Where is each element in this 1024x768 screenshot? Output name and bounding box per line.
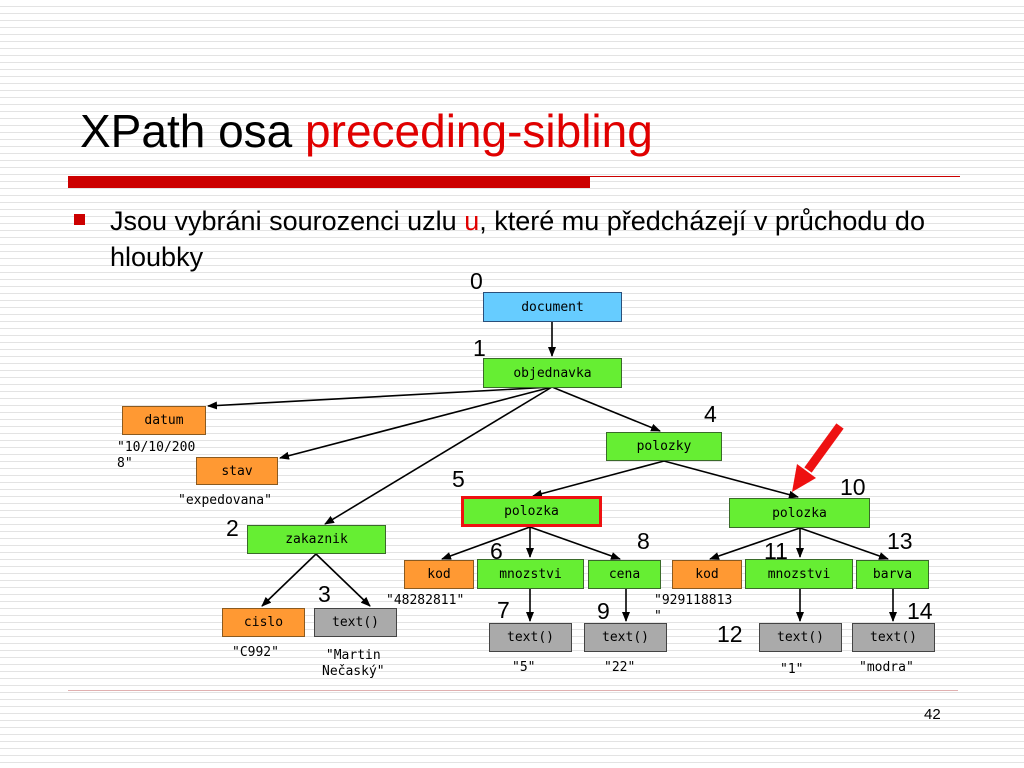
edge-objednavka-polozky: [551, 386, 661, 432]
node-mnozstvi-1: mnozstvi: [477, 559, 584, 589]
order-number-12: 12: [717, 621, 743, 647]
order-number-4: 4: [704, 401, 717, 427]
node-cena: cena: [588, 560, 661, 589]
title-underline-thick: [68, 176, 590, 188]
order-number-0: 0: [470, 268, 483, 294]
edge-polozka2-kod: [709, 527, 801, 560]
order-number-6: 6: [490, 538, 503, 564]
value-cena: "22": [604, 660, 636, 675]
bullet-square-icon: [74, 214, 85, 225]
order-number-11: 11: [764, 538, 788, 564]
title-main: XPath osa: [80, 105, 306, 157]
order-number-1: 1: [473, 335, 486, 361]
value-kod-1: "48282811": [386, 593, 465, 608]
page-number: 42: [924, 706, 941, 723]
node-kod-1: kod: [404, 560, 474, 589]
node-cislo: cislo: [222, 608, 305, 637]
highlight-arrow-icon: [792, 423, 844, 492]
node-barva: barva: [856, 560, 929, 589]
order-number-10: 10: [840, 474, 866, 500]
node-polozka-selected: polozka: [461, 496, 602, 527]
node-objednavka: objednavka: [483, 358, 622, 388]
bullet-text: Jsou vybráni sourozenci uzlu u, které mu…: [110, 203, 970, 275]
value-mnozstvi-2: "1": [780, 662, 804, 677]
edge-objednavka-datum: [207, 386, 553, 410]
edge-zakaznik-cislo: [261, 553, 317, 607]
node-datum: datum: [122, 406, 206, 435]
value-cislo: "C992": [232, 645, 279, 660]
bullet-text-post: , které mu předcházejí v průchodu do hlo…: [110, 206, 925, 272]
order-number-5: 5: [452, 466, 465, 492]
edge-objednavka-stav: [279, 386, 553, 460]
node-text-mnozstvi-2: text(): [759, 623, 842, 652]
bullet-text-pre: Jsou vybráni sourozenci uzlu: [110, 206, 465, 236]
node-polozka: polozka: [729, 498, 870, 528]
value-mnozstvi-1: "5": [512, 660, 536, 675]
edge-polozky-polozka1: [532, 460, 665, 498]
value-kod-2: "929118813 ": [654, 593, 733, 624]
edge-polozky-polozka2: [663, 460, 799, 499]
order-number-8: 8: [637, 528, 650, 554]
edge-polozka1-kod: [441, 526, 531, 560]
title-accent: preceding-sibling: [305, 105, 653, 157]
order-number-14: 14: [907, 598, 933, 624]
title-underline-thin: [590, 176, 960, 177]
node-text-cena: text(): [584, 623, 667, 652]
value-jmeno: "Martin Nečaský": [322, 648, 385, 679]
order-number-3: 3: [318, 581, 331, 607]
slide-title: XPath osa preceding-sibling: [80, 103, 653, 159]
value-datum: "10/10/200 8": [117, 440, 196, 471]
order-number-2: 2: [226, 515, 239, 541]
node-text-name: text(): [314, 608, 397, 637]
node-stav: stav: [196, 457, 278, 485]
order-number-13: 13: [887, 528, 913, 554]
order-number-7: 7: [497, 597, 510, 623]
edge-zakaznik-text: [315, 553, 371, 607]
value-stav: "expedovana": [178, 493, 272, 508]
order-number-9: 9: [597, 598, 610, 624]
node-text-mnozstvi-1: text(): [489, 623, 572, 652]
edge-polozka2-barva: [799, 527, 889, 560]
node-document: document: [483, 292, 622, 322]
value-barva: "modra": [859, 660, 914, 675]
node-polozky: polozky: [606, 432, 722, 461]
node-zakaznik: zakaznik: [247, 525, 386, 554]
edge-objednavka-zakaznik: [324, 386, 553, 525]
edge-polozka1-cena: [529, 526, 621, 560]
node-mnozstvi-2: mnozstvi: [745, 559, 853, 589]
bullet-text-accent: u: [464, 206, 480, 236]
node-kod-2: kod: [672, 560, 742, 589]
node-text-barva: text(): [852, 623, 935, 652]
footer-rule: [68, 690, 958, 691]
